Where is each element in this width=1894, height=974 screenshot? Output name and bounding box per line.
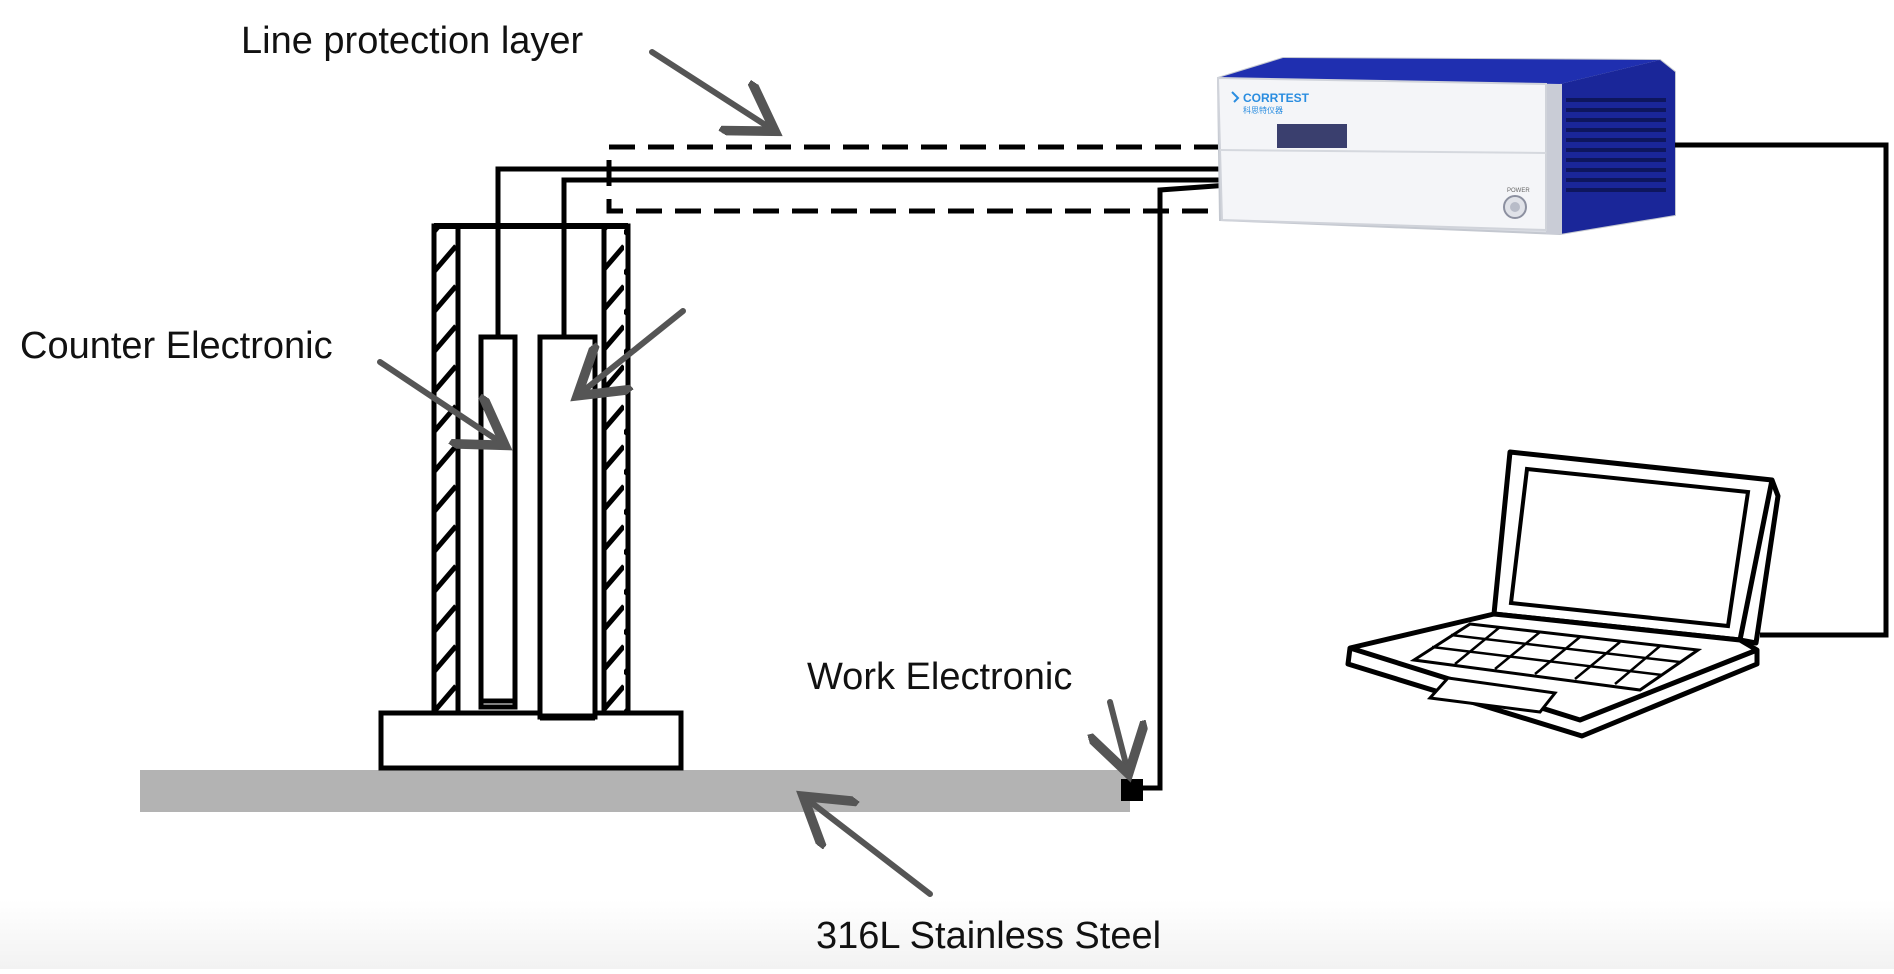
cell-base — [378, 710, 684, 771]
bottom-shade — [0, 900, 1894, 969]
label-counter-electrode: Counter Electronic — [20, 325, 333, 367]
power-label: POWER — [1507, 188, 1530, 194]
wire-laptop — [1675, 142, 1889, 638]
device-brand: CORRTEST — [1243, 91, 1310, 105]
label-line-protection: Line protection layer — [241, 20, 584, 62]
counter-electrode-rod — [478, 334, 518, 710]
work-electrode-contact — [1121, 779, 1143, 801]
label-steel: 316L Stainless Steel — [816, 915, 1161, 957]
reference-electrode-rod — [537, 334, 598, 720]
device-brand-sub: 科思特仪器 — [1243, 105, 1283, 115]
wire-counter — [495, 166, 1224, 337]
cell-wall-left — [431, 223, 461, 716]
potentiostat-device: POWER CORRTEST 科思特仪器 — [1216, 56, 1676, 236]
arrow-steel — [808, 800, 933, 897]
wire-work — [1130, 182, 1230, 791]
arrow-reference-electrode — [582, 308, 686, 392]
laptop-icon — [1345, 449, 1781, 739]
wire-reference — [561, 177, 1224, 337]
steel-plate — [140, 770, 1130, 812]
arrow-work-electrode — [1110, 699, 1127, 768]
arrow-counter-electrode — [377, 359, 500, 442]
arrow-line-protection — [649, 49, 770, 128]
cell-wall-right — [601, 223, 631, 716]
label-work-electrode: Work Electronic — [807, 656, 1072, 698]
